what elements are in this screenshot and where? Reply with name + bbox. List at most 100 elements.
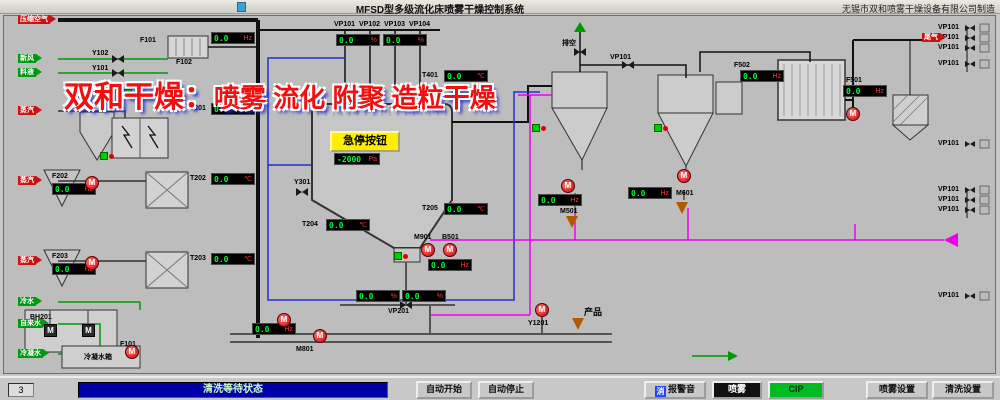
tag-M901: M901 [414,234,432,241]
display-unit: % [370,36,377,44]
titlebar-marker-icon [237,2,246,12]
pump-icon-M801[interactable]: M [313,329,327,343]
display-value: 0.0 [55,184,70,194]
tag-T401: T401 [422,72,438,79]
mute-alarm-button[interactable]: 消报警音 [644,381,706,399]
display-unit: Pa [368,155,377,163]
tag-Y101: Y101 [92,65,109,72]
clean-settings-button[interactable]: 清洗设置 [932,381,994,399]
tag-VP101-right: VP101 [938,186,960,193]
arrow-right-icon [36,106,42,114]
status-indicator [654,124,668,132]
pump-icon-M501[interactable]: M [561,179,575,193]
mute-alarm-label: 报警音 [667,384,695,394]
display-unit: Hz [243,34,252,42]
tag-Y102: Y102 [92,50,109,57]
cip-button[interactable]: CIP [768,381,824,399]
manufacturer-text: 无锡市双和喷雾干燥设备有限公司制造 [841,4,995,14]
display-unit: % [436,292,443,300]
tag-VP101-right: VP101 [938,196,960,203]
display-value: 0.0 [359,291,374,301]
display-value: 0.0 [743,71,758,81]
pump-icon-F501[interactable]: M [846,107,860,121]
tag-condensate-tank: 冷凝水箱 [84,354,112,361]
inlet-label: 蒸汽 [18,256,36,265]
page-title: MFSD型多级流化床喷雾干燥控制系统 [355,5,525,16]
spray-button[interactable]: 喷雾 [712,381,762,399]
tag-T204: T204 [302,221,318,228]
auto-start-button[interactable]: 自动开始 [416,381,472,399]
inlet-compressed-air: 压缩空气 [18,15,56,33]
display-unit: Hz [570,196,579,204]
pump-icon-Y1201[interactable]: M [535,303,549,317]
pump-icon[interactable]: M [277,313,291,327]
tag-VP101-right: VP101 [938,206,960,213]
tag-VP103: VP103 [384,21,406,28]
arrow-right-icon [36,54,42,62]
display-unit: ℃ [359,222,367,229]
display-unit: ℃ [477,206,485,213]
tag-VP101-right: VP101 [938,60,960,67]
display-VP102: 0.0% [336,34,380,46]
arrow-right-icon [36,68,42,76]
tag-T203: T203 [190,255,206,262]
tag-VP101-right: VP101 [938,140,960,147]
display-F102: 0.0 Hz [211,32,255,44]
display-value: 0.0 [846,86,861,96]
condenser [777,59,846,121]
titlebar: MFSD型多级流化床喷雾干燥控制系统 无锡市双和喷雾干燥设备有限公司制造 [0,0,1000,16]
cip-arrow-icon [944,233,958,247]
cyclone-1 [551,71,608,109]
green-arrow-icon [728,351,738,361]
pump-icon-B501[interactable]: M [443,243,457,257]
display-unit: ℃ [244,106,252,113]
display-value: 0.0 [431,260,446,270]
pump-icon[interactable]: M [85,176,99,190]
inlet-cooling-water: 冷水 [18,297,42,315]
tank-BH201 [24,309,118,353]
display-value: 0.0 [55,264,70,274]
display-value: 0.0 [447,204,462,214]
tag-VP101-right: VP101 [938,44,960,51]
display-value: 0.0 [214,174,229,184]
status-bar: 清洗等待状态 [78,382,388,398]
arrow-right-icon [36,256,42,264]
inlet-label: 料液 [18,68,36,77]
tag-F101: F101 [140,37,156,44]
fan-vessel-F502 [715,81,743,115]
tag-F202: F202 [52,173,68,180]
pump-icon-M901[interactable]: M [421,243,435,257]
display-VP201-a: 0.0% [356,290,400,302]
display-unit: % [417,36,424,44]
tag-F501: F501 [846,77,862,84]
pump-icon-M601[interactable]: M [677,169,691,183]
pump-icon-F101[interactable]: M [125,345,139,359]
tag-VP104: VP104 [409,21,431,28]
pump-icon[interactable]: M [85,256,99,270]
display-value: 0.0 [214,33,229,43]
display-T202: 0.0 ℃ [211,173,255,185]
tag-VP102: VP102 [359,21,381,28]
display-VP104: 0.0% [383,34,427,46]
tag-F203: F203 [52,253,68,260]
auto-stop-button[interactable]: 自动停止 [478,381,534,399]
spray-settings-button[interactable]: 喷雾设置 [866,381,928,399]
emergency-stop-button[interactable]: 急停按钮 [330,131,400,152]
display-T401: 0.0℃ [444,70,488,82]
status-indicator [124,89,138,97]
inlet-steam-3: 蒸汽 [18,256,42,274]
display-unit: % [390,292,397,300]
inlet-tap-water: 自来水 [18,319,49,337]
condensate-tank [61,345,141,369]
display-value: 0.0 [329,220,344,230]
display-unit: ℃ [244,176,252,183]
main-air-pipes [58,18,968,338]
counter-box[interactable]: 3 [8,383,34,397]
tag-BH201: BH201 [30,314,52,321]
display-T205: 0.0 ℃ [444,203,488,215]
